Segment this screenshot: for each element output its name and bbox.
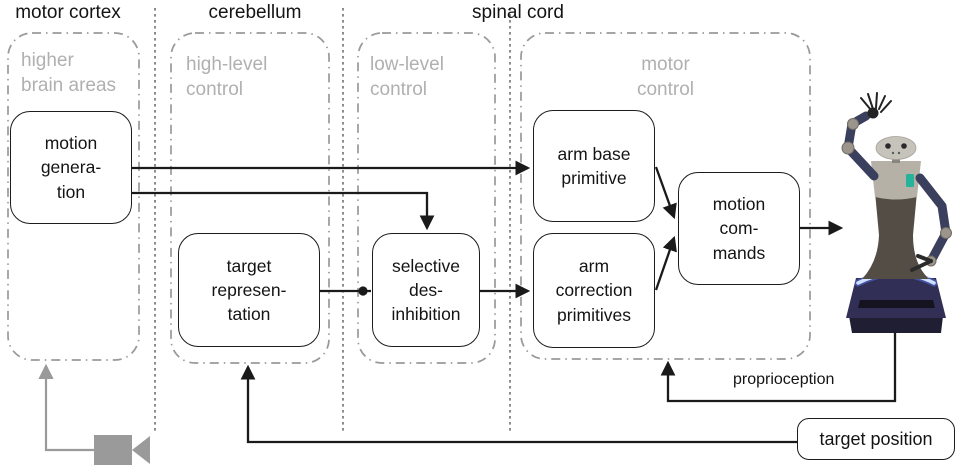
arrow-targetposition-to-targetrepresentation: [240, 364, 797, 444]
container-motor-control: [520, 32, 811, 360]
arrow-armcorrection-to-motioncommands: [654, 235, 677, 291]
container-high-level-control: [170, 32, 330, 364]
arrow-proprioception-feedback: [660, 331, 897, 403]
region-label-motor-cortex: motor cortex: [15, 2, 121, 23]
junction-dot: [358, 286, 368, 296]
region-label-spinal-cord: spinal cord: [472, 2, 564, 23]
container-higher-brain-areas: [7, 32, 140, 361]
camera-icon: [38, 363, 150, 465]
proprioception-label: proprioception: [733, 371, 835, 388]
camera-wire: [38, 363, 94, 452]
region-label-cerebellum: cerebellum: [208, 2, 302, 23]
node-target-position: target position: [797, 418, 955, 460]
arrow-motiongeneration-to-desinhibition: [132, 191, 435, 231]
container-low-level-control: [357, 32, 496, 364]
arrow-armbase-to-motioncommands: [654, 166, 677, 220]
robot-image: [841, 92, 952, 333]
